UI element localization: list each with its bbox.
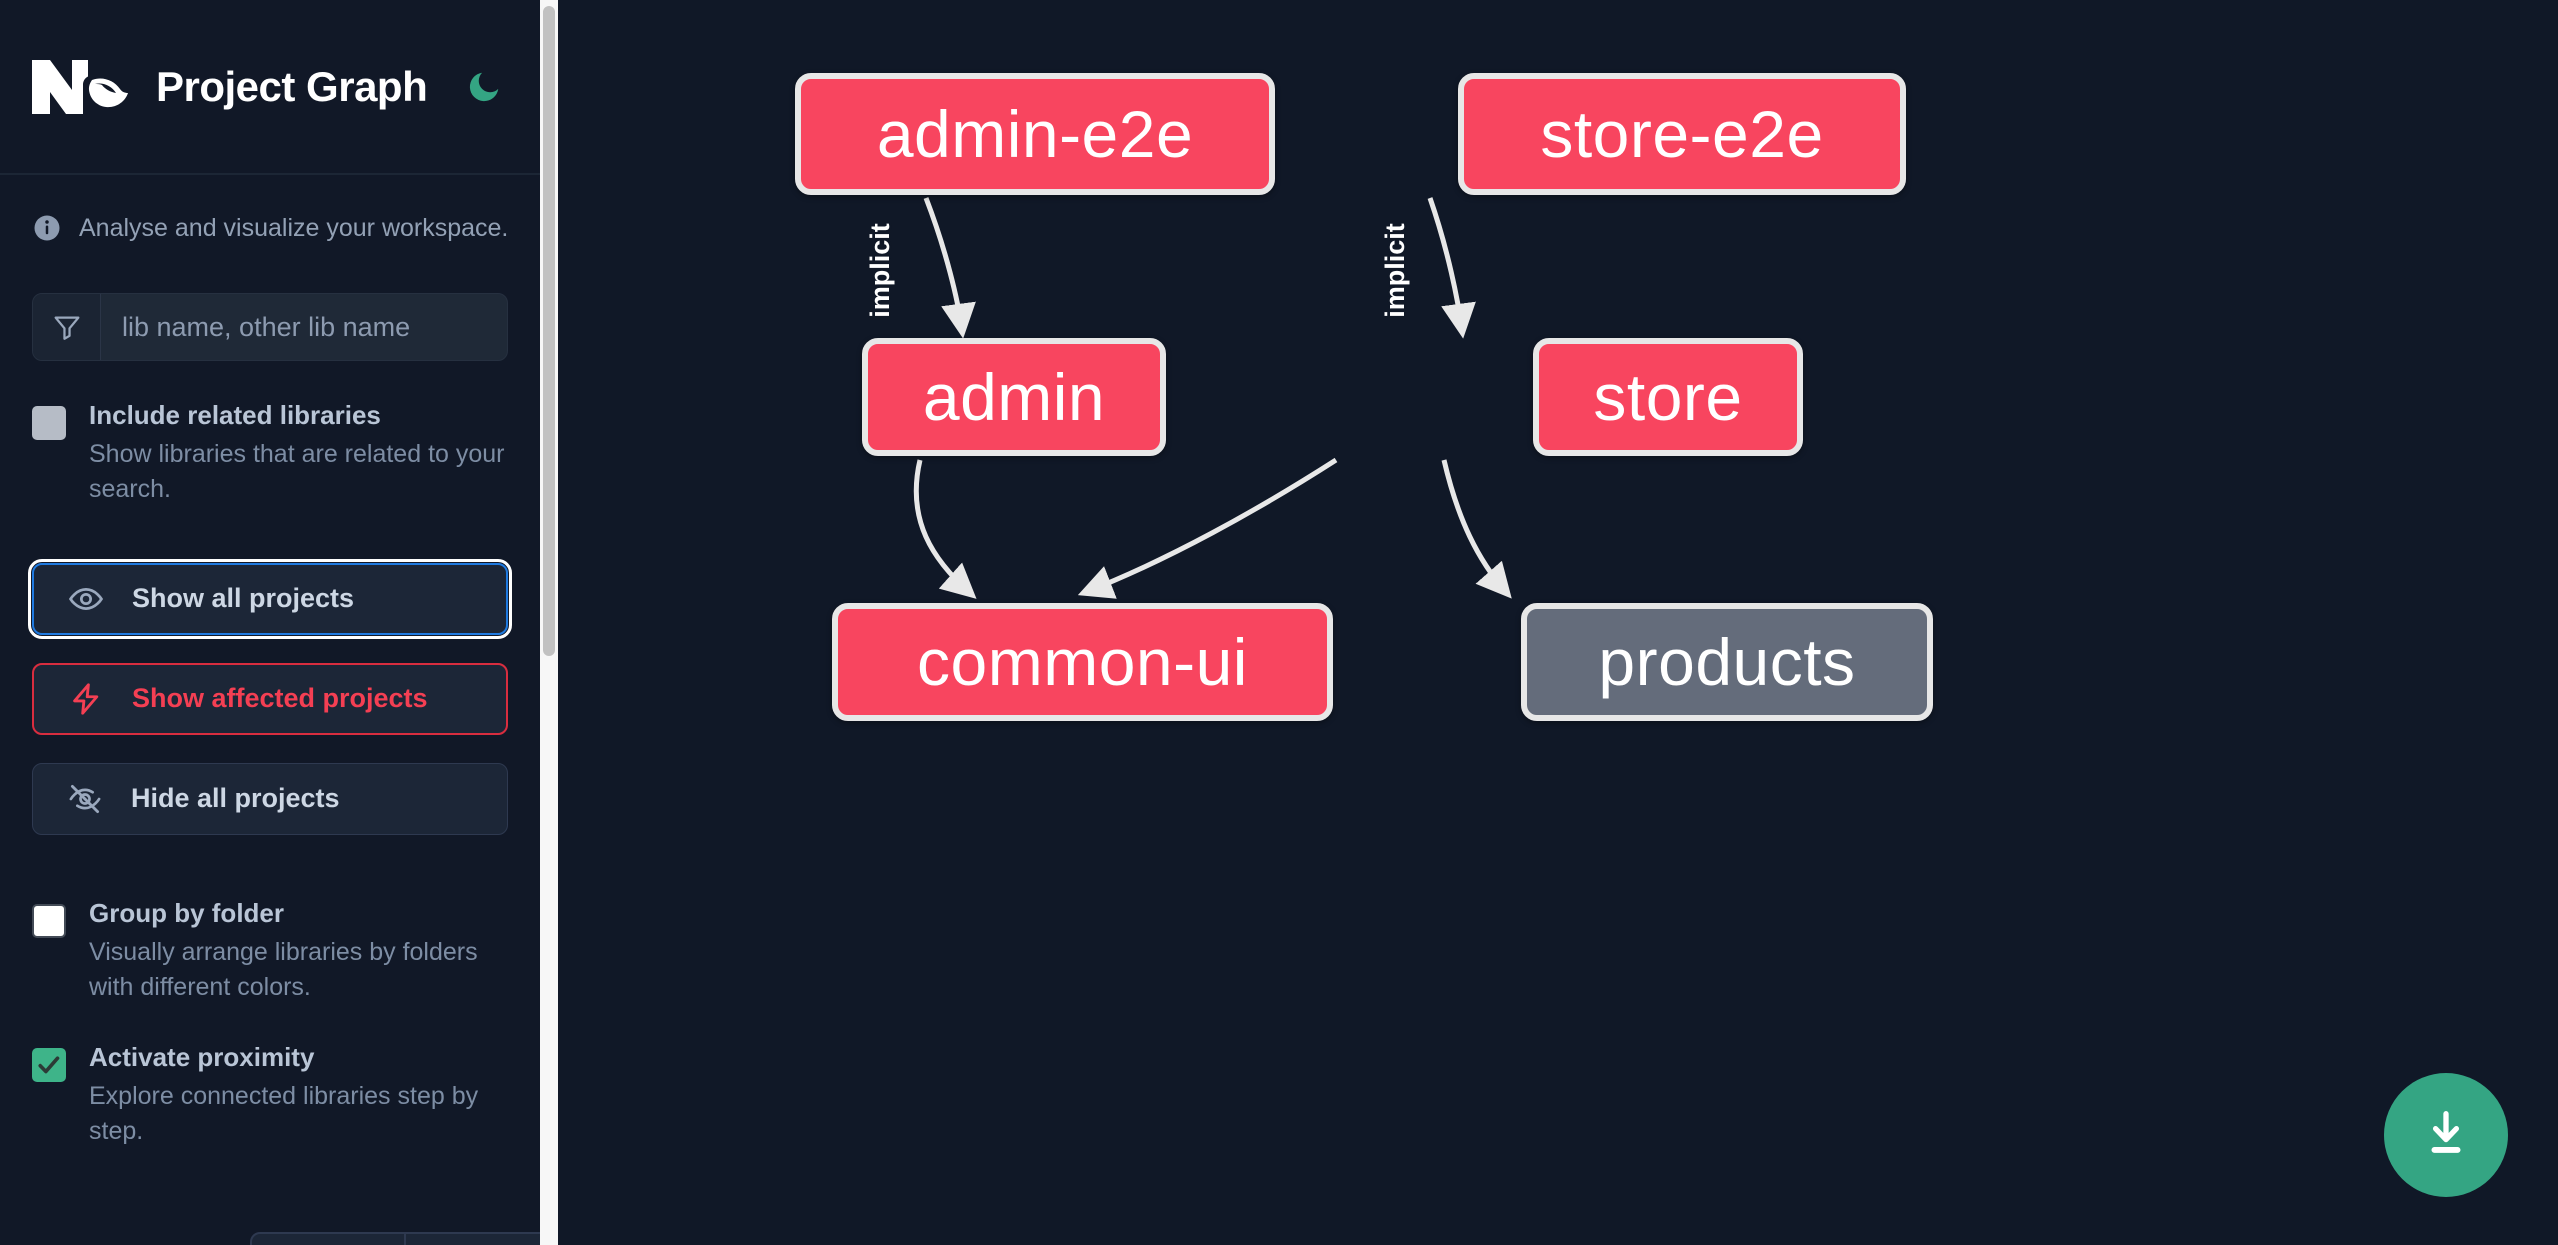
edge-admin-to-common-ui <box>913 459 977 599</box>
project-graph-canvas[interactable]: admin-e2e store-e2e admin store common-u… <box>558 0 2558 1245</box>
option-activate-proximity[interactable]: Activate proximity Explore connected lib… <box>0 1005 540 1149</box>
button-label: Show affected projects <box>132 683 428 714</box>
graph-edges-layer <box>913 197 1512 599</box>
graph-node-store[interactable]: store <box>1533 338 1803 456</box>
option-description: Visually arrange libraries by folders wi… <box>89 937 478 1001</box>
edge-store-e2e-to-store <box>1427 197 1476 339</box>
option-description: Explore connected libraries step by step… <box>89 1081 479 1145</box>
filter-funnel-icon[interactable] <box>33 294 101 360</box>
page-title: Project Graph <box>156 62 428 110</box>
sidebar-bottom-control-partial[interactable] <box>250 1232 550 1245</box>
sidebar-subtitle: Analyse and visualize your workspace. <box>79 213 509 242</box>
option-label: Group by folder <box>89 897 284 928</box>
node-label: admin <box>922 360 1106 434</box>
graph-node-common-ui[interactable]: common-ui <box>832 603 1333 721</box>
nx-logo-icon <box>32 56 128 118</box>
checkbox-include-related-libraries[interactable] <box>32 406 66 440</box>
info-circle-icon <box>32 213 62 243</box>
edge-store-to-products <box>1441 459 1512 599</box>
download-icon <box>2417 1105 2475 1166</box>
graph-node-admin[interactable]: admin <box>862 338 1166 456</box>
hide-all-projects-button[interactable]: Hide all projects <box>32 762 508 835</box>
option-include-related-libraries[interactable]: Include related libraries Show libraries… <box>0 361 540 507</box>
button-label: Show all projects <box>132 583 355 614</box>
node-label: store-e2e <box>1540 97 1824 171</box>
option-group-by-folder[interactable]: Group by folder Visually arrange librari… <box>0 863 540 1005</box>
search-input[interactable] <box>101 294 507 360</box>
sidebar-scrollbar[interactable] <box>540 0 558 1245</box>
button-label: Hide all projects <box>131 783 340 814</box>
option-label: Include related libraries <box>89 400 381 430</box>
show-affected-projects-button[interactable]: Show affected projects <box>32 662 508 735</box>
eye-icon <box>64 577 108 621</box>
lightning-bolt-icon <box>64 677 108 721</box>
node-label: admin-e2e <box>876 97 1194 171</box>
divider <box>404 1234 406 1245</box>
node-label: common-ui <box>917 625 1248 699</box>
moon-icon[interactable] <box>461 64 507 110</box>
graph-node-admin-e2e[interactable]: admin-e2e <box>795 73 1275 195</box>
eye-slash-icon <box>63 777 107 821</box>
sidebar-header: Project Graph <box>0 0 540 175</box>
checkbox-activate-proximity[interactable] <box>32 1047 66 1082</box>
node-label: store <box>1593 360 1743 434</box>
edge-store-to-common-ui <box>1077 457 1338 599</box>
graph-node-products[interactable]: products <box>1521 603 1933 721</box>
edge-admin-e2e-to-admin <box>923 197 976 339</box>
option-label: Activate proximity <box>89 1041 315 1072</box>
show-all-projects-button[interactable]: Show all projects <box>28 558 512 639</box>
sidebar-scrollbar-thumb[interactable] <box>543 6 555 656</box>
graph-node-store-e2e[interactable]: store-e2e <box>1458 73 1906 195</box>
search-bar <box>32 293 508 361</box>
checkbox-group-by-folder[interactable] <box>32 903 66 938</box>
download-graph-button[interactable] <box>2384 1073 2508 1197</box>
sidebar: Project Graph Analyse and visualize your… <box>0 0 558 1245</box>
view-buttons: Show all projects Show affected projects <box>28 558 512 835</box>
node-label: products <box>1598 625 1856 699</box>
workspace-subtitle-row: Analyse and visualize your workspace. <box>0 175 540 243</box>
option-description: Show libraries that are related to your … <box>89 439 505 503</box>
